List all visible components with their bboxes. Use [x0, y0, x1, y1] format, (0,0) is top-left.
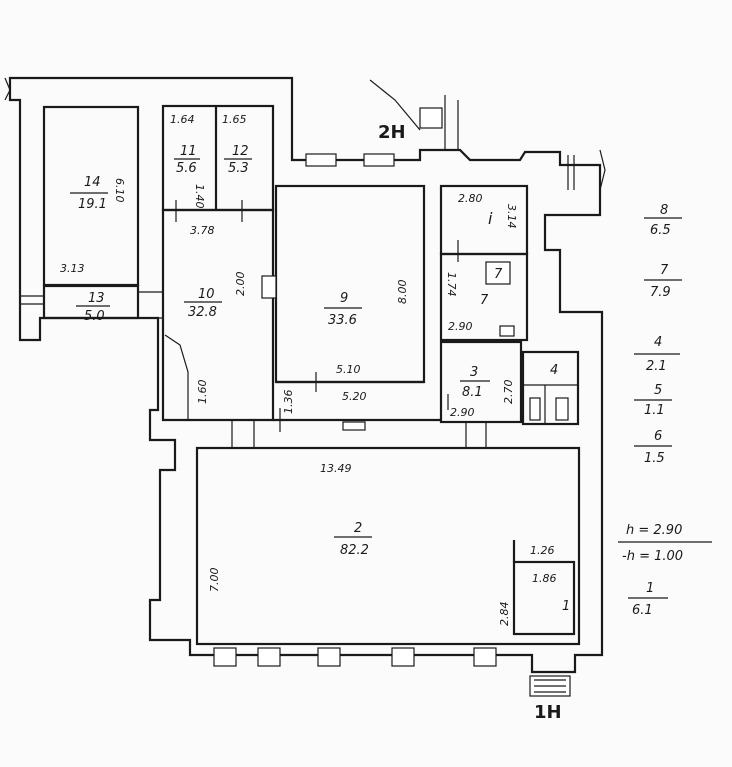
room-8-mark: i	[488, 209, 493, 228]
legend-5-number: 5	[654, 383, 662, 398]
dimension-label: 1.64	[170, 113, 195, 126]
room-1-outline	[512, 560, 576, 636]
dimension-label: 3.14	[505, 204, 518, 229]
room-3-area: 8.1	[462, 385, 483, 400]
dimension-label: 5.20	[342, 390, 367, 403]
room-7-stove-mark: 7	[494, 267, 503, 282]
window	[213, 647, 237, 667]
window	[391, 647, 415, 667]
dimension-label: 1.60	[196, 380, 209, 405]
windows	[213, 107, 571, 697]
room-14-number: 14	[84, 175, 101, 190]
legend-6-number: 6	[654, 429, 662, 444]
dimension-label: 7.00	[208, 568, 221, 593]
toilet-fixture	[555, 397, 569, 421]
legend-4-number: 4	[654, 335, 662, 350]
room-2-number: 2	[354, 521, 362, 536]
window	[257, 647, 281, 667]
room-12-number: 12	[232, 144, 249, 159]
room-13-number: 13	[88, 291, 105, 306]
room-10-number: 10	[198, 287, 215, 302]
window	[342, 421, 366, 431]
entrance-labels: 2Н 1Н	[378, 122, 562, 723]
dimension-labels: 1.64 1.65 6.10 3.13 1.40 3.78 2.00 8.00 …	[60, 113, 557, 626]
room-10-outline	[161, 208, 275, 422]
legend-1-area: 6.1	[632, 603, 653, 618]
room-13-outline	[42, 284, 140, 320]
entrance-2n-label: 2Н	[378, 122, 406, 143]
legend-8-number: 8	[660, 203, 668, 218]
outer-walls	[4, 76, 606, 674]
height-label: h = 2.90	[626, 523, 682, 538]
room-9-area: 33.6	[328, 313, 357, 328]
window	[317, 647, 341, 667]
window	[305, 153, 337, 167]
stove-fixture	[485, 261, 511, 285]
legend-7-number: 7	[660, 263, 669, 278]
dimension-label: 3.78	[190, 224, 215, 237]
room-13-area: 5.0	[84, 309, 105, 324]
room-3-outline	[439, 340, 523, 424]
room-12-area: 5.3	[228, 161, 249, 176]
room-1-number: 1	[562, 599, 570, 614]
room-2-area: 82.2	[340, 543, 369, 558]
dimension-label: 6.10	[113, 178, 126, 203]
door-block	[261, 275, 277, 299]
entrance-1n-label: 1Н	[534, 702, 562, 723]
dimension-label: 2.00	[234, 272, 247, 297]
room-9-number: 9	[340, 291, 348, 306]
room-10-area: 32.8	[188, 305, 217, 320]
room-3-number: 3	[470, 365, 478, 380]
dimension-label: 1.74	[445, 272, 458, 297]
dimension-label: 2.70	[502, 380, 515, 405]
room-7-outline	[439, 252, 529, 342]
dimension-label: 1.26	[530, 544, 555, 557]
interior-walls	[42, 104, 581, 646]
room-2-outline	[195, 446, 581, 646]
dimension-label: 1.40	[193, 184, 206, 209]
door-marks	[20, 200, 487, 448]
dimension-label: 5.10	[336, 363, 361, 376]
height-label: -h = 1.00	[622, 549, 683, 564]
legend-7-area: 7.9	[650, 285, 671, 300]
dimension-label: 2.80	[458, 192, 483, 205]
toilet-fixture	[529, 397, 541, 421]
dimension-label: 13.49	[320, 462, 352, 475]
room-14-area: 19.1	[78, 197, 107, 212]
sink-fixture	[499, 325, 515, 337]
legend-1-number: 1	[646, 581, 654, 596]
dimension-label: 3.13	[60, 262, 85, 275]
legend-5-area: 1.1	[644, 403, 665, 418]
room-11-number: 11	[180, 144, 197, 159]
dimension-label: 8.00	[396, 280, 409, 305]
dimension-label: 2.90	[450, 406, 475, 419]
window	[473, 647, 497, 667]
dimension-label: 1.65	[222, 113, 247, 126]
room-4-5-6-outline	[521, 350, 580, 426]
window	[363, 153, 395, 167]
dimension-label: 2.90	[448, 320, 473, 333]
legend-4-area: 2.1	[646, 359, 667, 374]
window	[419, 107, 443, 129]
legend-8-area: 6.5	[650, 223, 671, 238]
dimension-label: 2.84	[498, 602, 511, 627]
room-labels: 14 19.1 13 5.0 11 5.6 12 5.3 10 32.8 9 3…	[70, 144, 570, 614]
dimension-label: 1.86	[532, 572, 557, 585]
dimension-label: 1.36	[282, 390, 295, 415]
legend-6-area: 1.5	[644, 451, 665, 466]
legend: 8 6.5 7 7.9 4 2.1 5 1.1 6 1.5 h = 2.90 -…	[618, 203, 712, 618]
room-11-area: 5.6	[176, 161, 197, 176]
room-4-number: 4	[550, 363, 558, 378]
room-7-number: 7	[480, 293, 489, 308]
